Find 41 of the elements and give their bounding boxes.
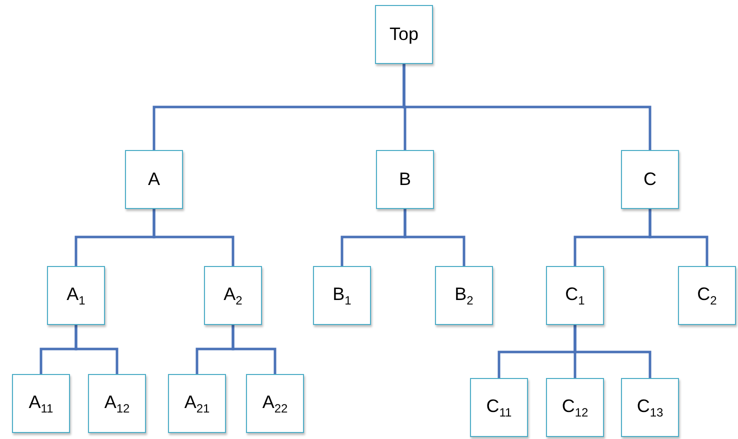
node-label: B$_{1}$ bbox=[332, 284, 352, 308]
tree-node-box bbox=[204, 266, 262, 325]
node-label: C$_{1}$ bbox=[565, 284, 585, 308]
connector-line bbox=[648, 209, 708, 266]
tree-node-box bbox=[376, 150, 434, 209]
node-label: C bbox=[644, 169, 656, 190]
connector-line bbox=[74, 325, 118, 374]
tree-node-box bbox=[546, 266, 604, 325]
node-label: A$_{12}$ bbox=[104, 392, 130, 416]
tree-node-box bbox=[246, 374, 304, 433]
tree-node-box bbox=[621, 378, 679, 437]
tree-node-box bbox=[12, 374, 70, 433]
tree-node-box bbox=[470, 378, 528, 437]
tree-node-box bbox=[435, 266, 493, 325]
tree-node-box bbox=[621, 150, 679, 209]
tree-node-box bbox=[375, 5, 433, 64]
node-label: A$_{2}$ bbox=[224, 284, 242, 308]
connector-line bbox=[152, 209, 234, 266]
node-label: B bbox=[398, 169, 411, 190]
node-label: C$_{12}$ bbox=[562, 396, 588, 420]
connector-line bbox=[232, 325, 276, 374]
node-label: C$_{2}$ bbox=[697, 284, 717, 308]
node-label: A bbox=[148, 169, 160, 190]
node-label: A$_{1}$ bbox=[66, 284, 86, 308]
node-label: A$_{22}$ bbox=[262, 392, 288, 416]
connector-line bbox=[404, 209, 466, 266]
node-label: A$_{11}$ bbox=[28, 392, 54, 416]
tree-node-box bbox=[313, 266, 371, 325]
tree-node-box bbox=[678, 266, 736, 325]
tree-node-box bbox=[125, 150, 183, 209]
tree-node-box bbox=[168, 374, 226, 433]
node-label: B$_{2}$ bbox=[454, 284, 474, 308]
connector-line bbox=[574, 325, 652, 378]
node-label: A$_{21}$ bbox=[184, 392, 210, 416]
node-label: Top bbox=[389, 24, 419, 45]
node-label: C$_{11}$ bbox=[486, 396, 512, 420]
tree-node-box bbox=[47, 266, 105, 325]
connector-line bbox=[402, 64, 652, 150]
node-label: C$_{13}$ bbox=[636, 396, 664, 420]
tree-node-box bbox=[88, 374, 146, 433]
tree-node-box bbox=[546, 378, 604, 437]
